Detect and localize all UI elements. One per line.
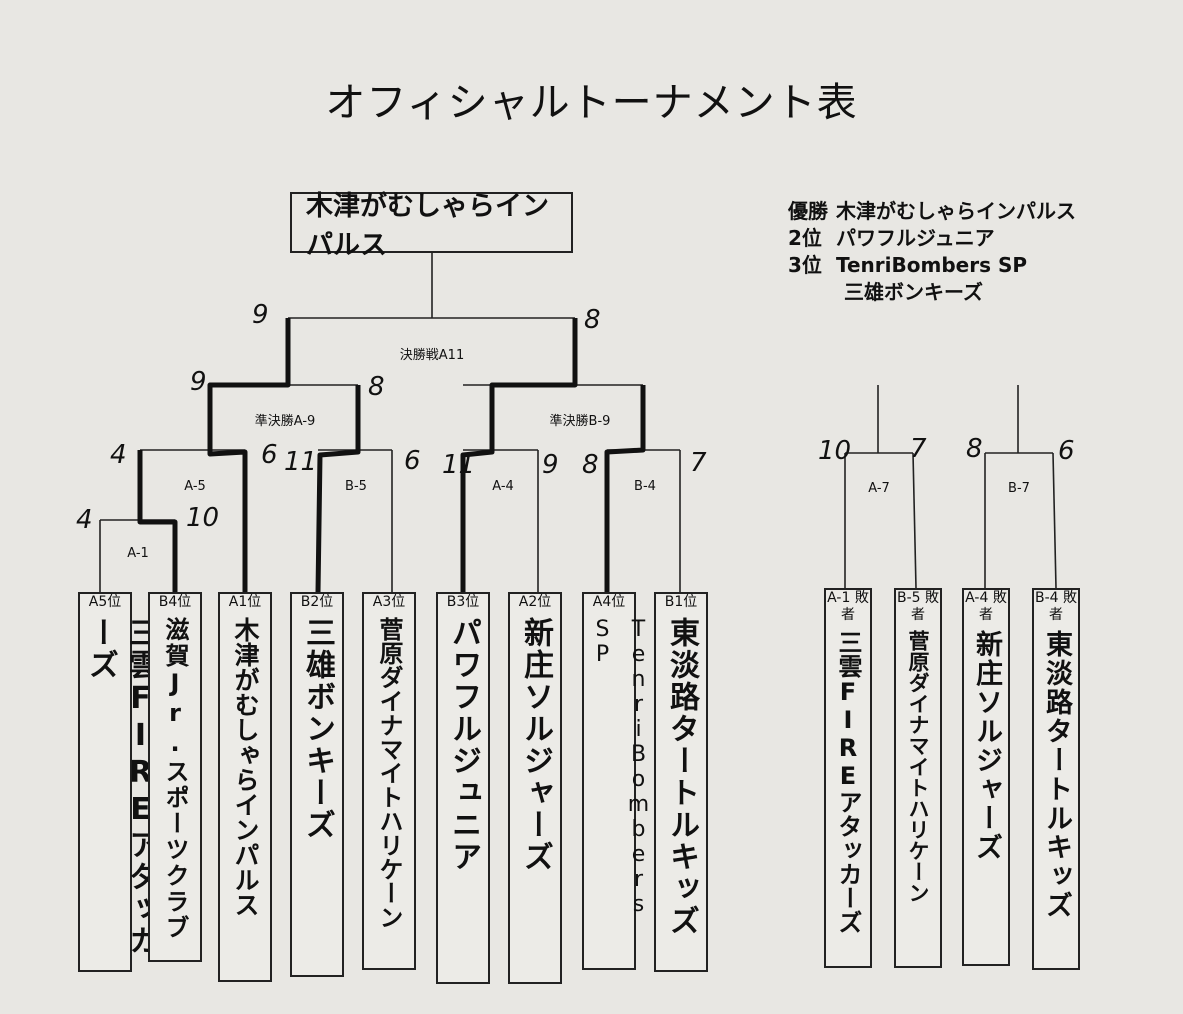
team-box: B1位東淡路タートルキッズ: [654, 592, 708, 972]
team-box: A4位 TenriBombers SP: [582, 592, 651, 970]
match-b4-label: B-4: [634, 479, 656, 494]
team-seed: A4位: [592, 594, 626, 610]
final-label: 決勝戦A11: [399, 348, 465, 363]
team-name: 東淡路タートルキッズ: [664, 617, 699, 937]
score-a1-left: 4: [76, 505, 93, 535]
place-label: 優勝: [788, 199, 828, 223]
team-box: A2位新庄ソルジャーズ: [508, 592, 562, 984]
score-a4-right: 9: [542, 450, 559, 480]
team-seed: B1位: [664, 594, 698, 610]
score-a9-right: 8: [368, 372, 385, 402]
team-name: 三雄ボンキーズ: [300, 617, 335, 841]
score-b7-left: 8: [966, 434, 983, 464]
score-a9-left: 9: [190, 367, 207, 397]
team-seed: A3位: [372, 594, 406, 610]
team-box: B2位三雄ボンキーズ: [290, 592, 344, 977]
match-a1-label: A-1: [127, 546, 149, 561]
score-b5-right: 6: [404, 446, 421, 476]
team-seed: A2位: [518, 594, 552, 610]
team-name: 菅原ダイナマイトハリケーン: [375, 617, 403, 929]
team-seed: A-4 敗者: [965, 590, 1007, 623]
team-name: 木津がむしゃらインパルス: [231, 617, 260, 917]
team-seed: A5位: [88, 594, 122, 610]
team-name: 新庄ソルジャーズ: [518, 617, 553, 873]
score-final-left: 9: [252, 300, 269, 330]
final-standings: 優勝木津がむしゃらインパルス 2位パワフルジュニア 3位 TenriBombers…: [788, 198, 1076, 306]
place-label: 3位: [788, 253, 822, 277]
team-box: A1位木津がむしゃらインパルス: [218, 592, 272, 982]
team-box: A3位菅原ダイナマイトハリケーン: [362, 592, 416, 970]
team-name: 菅原ダイナマイトハリケーン: [906, 630, 930, 903]
team-name: TenriBombers SP: [590, 617, 651, 917]
consolation-team-box: B-5 敗者菅原ダイナマイトハリケーン: [894, 588, 942, 968]
match-a4-label: A-4: [492, 479, 514, 494]
consolation-team-box: A-1 敗者三雲FIREアタッカーズ: [824, 588, 872, 968]
team-name: 新庄ソルジャーズ: [971, 630, 1002, 862]
standing-team: TenriBombers SP: [836, 253, 1028, 277]
semifinal-b9-label: 準決勝B-9: [549, 414, 611, 429]
score-b5-left: 11: [284, 447, 318, 477]
score-a7-right: 7: [910, 434, 927, 464]
team-name: パワフルジュニア: [446, 617, 481, 873]
team-box: B3位パワフルジュニア: [436, 592, 490, 984]
team-seed: A1位: [228, 594, 262, 610]
team-name: 東淡路タートルキッズ: [1041, 630, 1072, 920]
team-box: B4位滋賀Jr.スポーツクラブ: [148, 592, 202, 962]
score-a4-left: 11: [442, 450, 476, 480]
team-seed: B-4 敗者: [1034, 590, 1077, 623]
consolation-team-box: A-4 敗者新庄ソルジャーズ: [962, 588, 1010, 966]
page-title: オフィシャルトーナメント表: [325, 80, 858, 126]
team-seed: B2位: [300, 594, 334, 610]
match-b5-label: B-5: [345, 479, 367, 494]
standing-team: パワフルジュニア: [836, 226, 995, 250]
standing-team: 木津がむしゃらインパルス: [836, 199, 1076, 223]
score-b7-right: 6: [1058, 436, 1075, 466]
team-seed: B3位: [446, 594, 480, 610]
team-name: 三雲FIREアタッカーズ: [834, 630, 862, 934]
team-seed: A-1 敗者: [827, 590, 869, 623]
score-b4-left: 8: [582, 450, 599, 480]
semifinal-a9-label: 準決勝A-9: [254, 414, 316, 429]
match-b7-label: B-7: [1008, 481, 1030, 496]
consolation-team-box: B-4 敗者東淡路タートルキッズ: [1032, 588, 1080, 970]
team-box: A5位三雲FIREアタッカーズ: [78, 592, 158, 972]
match-a5-label: A-5: [184, 479, 206, 494]
score-final-right: 8: [584, 305, 601, 335]
match-a7-label: A-7: [868, 481, 890, 496]
standing-team: 三雄ボンキーズ: [844, 280, 983, 304]
score-a1-right: 10: [186, 503, 220, 533]
score-b4-right: 7: [690, 448, 707, 478]
team-name: 滋賀Jr.スポーツクラブ: [161, 617, 189, 941]
score-a5-left: 4: [110, 440, 127, 470]
score-a7-left: 10: [818, 436, 852, 466]
score-a5-right: 6: [261, 440, 278, 470]
team-seed: B4位: [158, 594, 192, 610]
place-label: 2位: [788, 226, 822, 250]
team-seed: B-5 敗者: [896, 590, 939, 623]
